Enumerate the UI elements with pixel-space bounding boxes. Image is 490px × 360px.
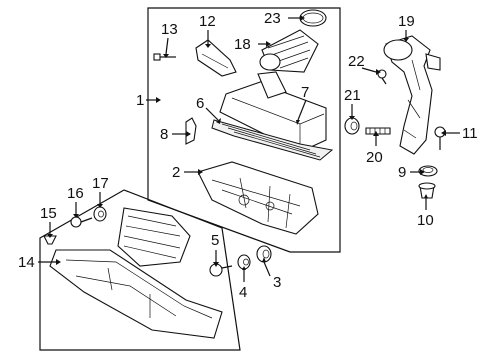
grommet-part-4 (237, 254, 251, 270)
grommet-part-17 (93, 206, 107, 222)
callout-13: 13 (161, 21, 178, 38)
bolt-part-13 (153, 53, 176, 61)
callout-23: 23 (264, 10, 281, 27)
callout-9: 9 (398, 164, 406, 181)
callout-4: 4 (239, 284, 247, 301)
callout-12: 12 (199, 13, 216, 30)
grommet-part-3 (256, 245, 272, 263)
intake-duct-part-14 (49, 207, 223, 339)
callout-5: 5 (211, 232, 219, 249)
intake-duct-group-frame (39, 189, 241, 351)
lower-housing-part-2 (197, 161, 319, 235)
callout-15: 15 (40, 205, 57, 222)
callout-21: 21 (344, 87, 361, 104)
leader-arrowheads (47, 15, 446, 270)
clip-part-8 (185, 117, 197, 145)
callout-8: 8 (160, 126, 168, 143)
grommet-part-21 (344, 117, 360, 135)
callout-18: 18 (234, 36, 251, 53)
callout-17: 17 (92, 175, 109, 192)
callout-11: 11 (462, 125, 478, 142)
air-cleaner-group-frame (147, 7, 341, 253)
callout-20: 20 (366, 149, 383, 166)
callout-16: 16 (67, 185, 84, 202)
callout-7: 7 (301, 84, 309, 101)
callout-10: 10 (417, 212, 434, 229)
callout-2: 2 (172, 164, 180, 181)
intake-tube-part-18 (259, 29, 319, 73)
insulator-part-10 (418, 182, 436, 199)
callout-1: 1 (136, 92, 144, 109)
callout-3: 3 (273, 274, 281, 291)
callout-14: 14 (18, 254, 35, 271)
push-pin-part-15 (43, 235, 57, 245)
stud-part-20 (365, 127, 391, 135)
filter-element-part-6 (211, 119, 334, 161)
bolt-part-11 (434, 126, 446, 150)
callout-19: 19 (398, 13, 415, 30)
duct-part-19 (383, 35, 441, 155)
bolt-part-16 (70, 216, 93, 228)
callout-6: 6 (196, 95, 204, 112)
bracket-part-12 (195, 39, 237, 77)
clamp-part-9 (418, 165, 438, 177)
callout-22: 22 (348, 53, 365, 70)
air-cleaner-cover-part-7 (219, 71, 327, 153)
